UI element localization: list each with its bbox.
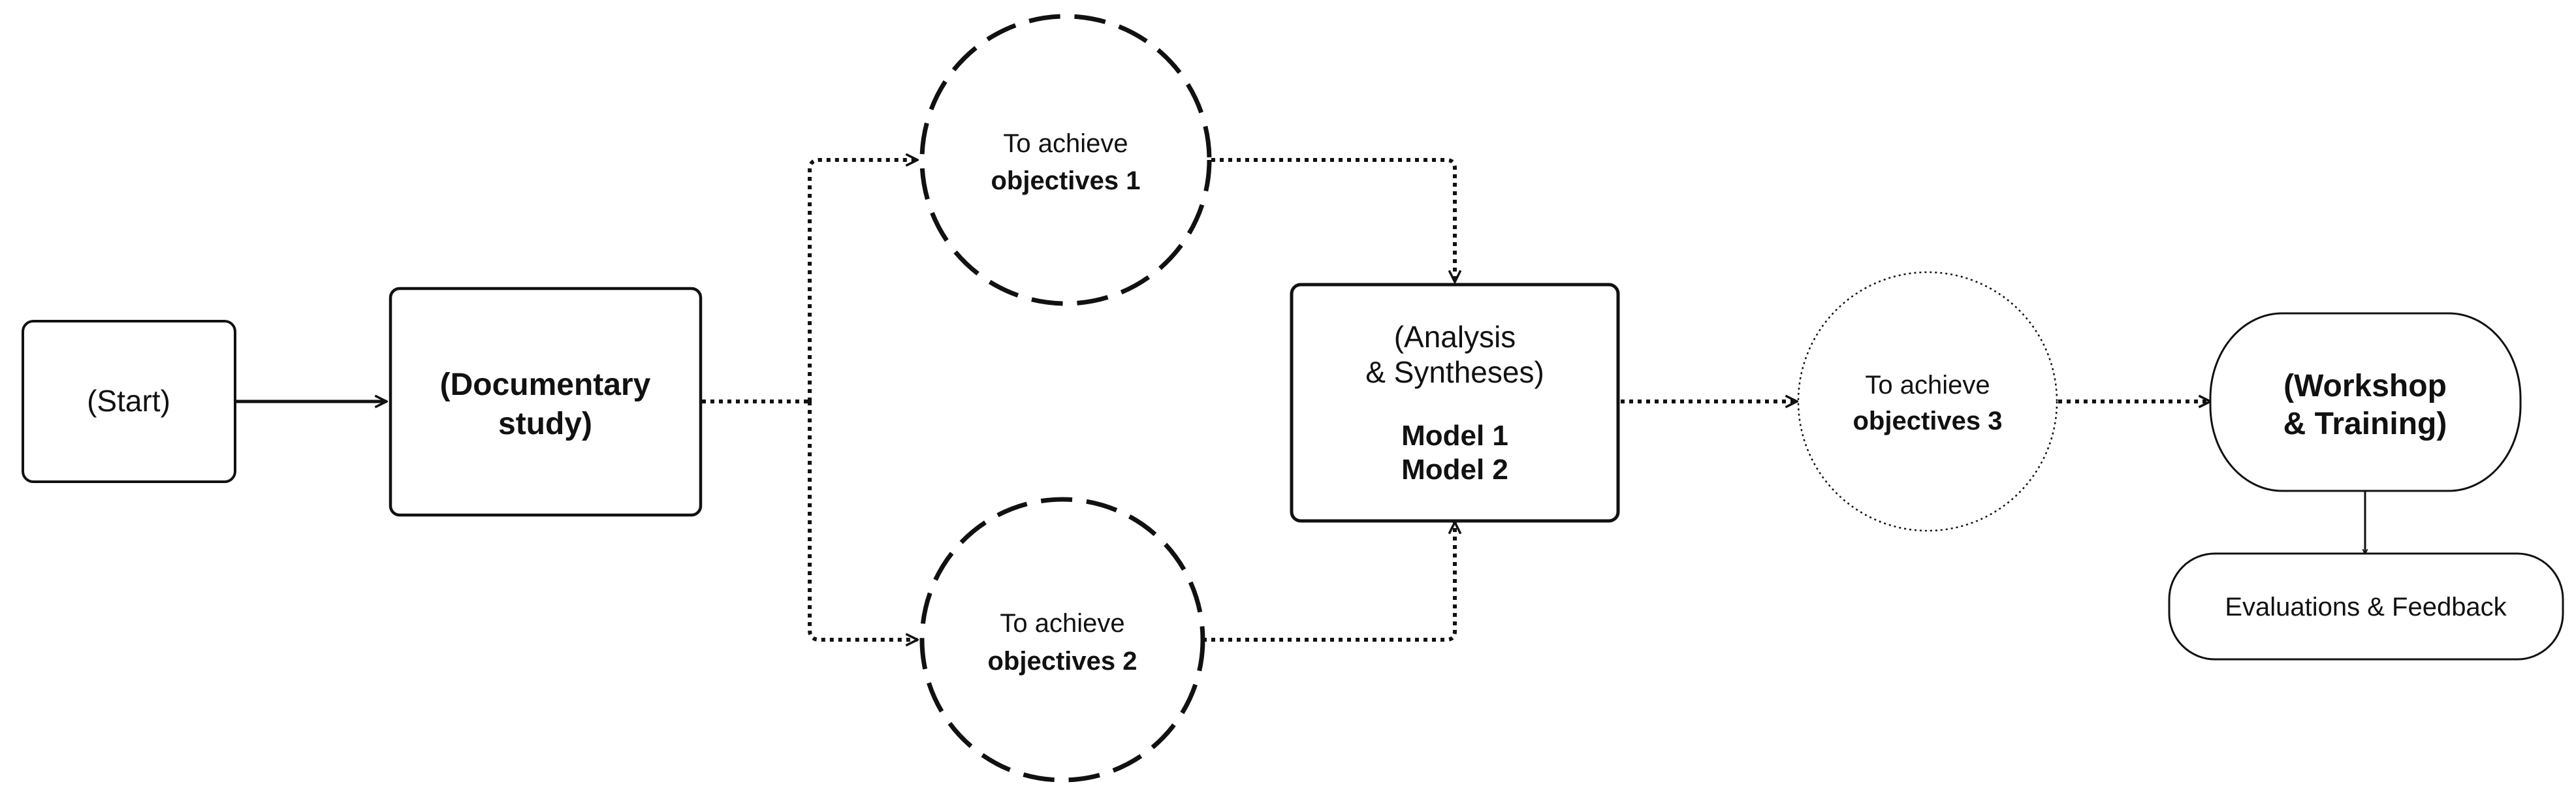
arrow-branch-to-objectives2 [808,401,917,640]
objectives1-label-line2: objectives 1 [991,166,1140,195]
objectives1-circle [919,14,1212,306]
workshop-label-line1: (Workshop [2283,369,2447,403]
start-box [22,320,236,483]
analysis-model2: Model 2 [1401,454,1508,486]
documentary-box [389,287,703,517]
node-start: (Start) [22,320,236,483]
arrow-branch-to-objectives1 [808,160,917,401]
node-analysis-syntheses: (Analysis & Syntheses) Model 1 Model 2 [1290,283,1620,523]
analysis-label-line1: (Analysis [1394,320,1516,354]
objectives3-label-line1: To achieve [1865,371,1990,400]
analysis-box [1290,283,1620,523]
arrow-objectives2-to-analysis [1203,522,1455,642]
workshop-shape [2209,312,2522,492]
objectives3-circle [1797,271,2058,532]
workshop-label-line2: & Training) [2283,407,2447,441]
objectives2-label-line2: objectives 2 [987,647,1137,676]
documentary-label-line1: (Documentary [440,368,651,402]
node-objectives-3: To achieve objectives 3 [1797,271,2058,532]
objectives2-label-line1: To achieve [1000,609,1124,638]
arrow-objectives1-to-analysis [1211,158,1455,282]
objectives2-circle [919,497,1205,783]
objectives3-label-line2: objectives 3 [1852,407,2002,435]
node-objectives-2: To achieve objectives 2 [919,497,1205,783]
analysis-model1: Model 1 [1401,420,1508,452]
start-label: (Start) [87,384,170,418]
node-workshop-training: (Workshop & Training) [2209,312,2522,492]
node-documentary-study: (Documentary study) [389,287,703,517]
objectives1-label-line1: To achieve [1003,129,1128,158]
documentary-label-line2: study) [498,407,592,441]
evaluations-shape [2168,552,2564,661]
node-evaluations-feedback: Evaluations & Feedback [2168,552,2564,661]
evaluations-label: Evaluations & Feedback [2225,593,2507,621]
node-objectives-1: To achieve objectives 1 [919,14,1212,306]
connectors [235,160,2365,640]
analysis-label-line2: & Syntheses) [1365,355,1544,389]
